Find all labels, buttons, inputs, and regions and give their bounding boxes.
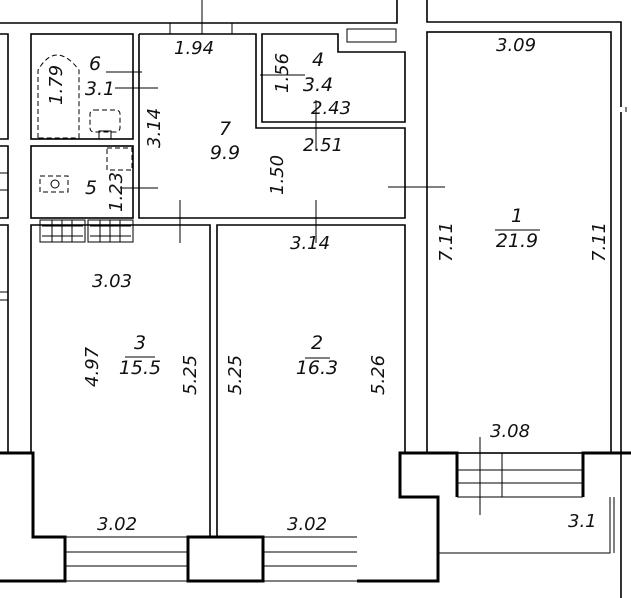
room-6 <box>30 33 134 140</box>
room-area: 9.9 <box>210 142 240 164</box>
room-1 <box>426 31 612 454</box>
room-number: 1 <box>511 205 523 227</box>
dim-room7-top: 1.94 <box>174 38 214 59</box>
room-3 <box>30 224 211 537</box>
dim-room1-top: 3.09 <box>496 35 536 56</box>
room-area: 3.1 <box>85 78 115 100</box>
room-label-1: 1 21.9 <box>496 205 538 252</box>
dim-room7-inner: 1.50 <box>267 155 288 195</box>
dim-room1-bottom: 3.08 <box>490 421 530 442</box>
room-number: 2 <box>311 332 323 354</box>
dim-room7-bottom: 3.14 <box>290 233 330 254</box>
leader-lines <box>106 0 540 515</box>
room-label-4: 4 3.4 <box>303 49 333 96</box>
room-number: 3 <box>134 332 146 354</box>
room-number: 4 <box>312 49 324 71</box>
room-area: 3.4 <box>303 74 333 96</box>
dim-room2-bottom: 3.02 <box>287 514 327 535</box>
dim-balcony: 3.1 <box>568 511 597 532</box>
dim-bath: 1.79 <box>46 65 67 105</box>
dim-room2-right: 5.26 <box>368 355 389 395</box>
room-number: 6 <box>89 53 101 75</box>
dim-corridor: 2.51 <box>303 135 343 156</box>
room-4 <box>261 28 406 123</box>
dim-room4-height: 1.56 <box>272 53 293 93</box>
room-number: 7 <box>219 118 231 140</box>
room-number-5: 5 <box>85 177 97 199</box>
dim-room1-left: 7.11 <box>436 222 457 262</box>
dim-room7-left: 3.14 <box>144 108 165 148</box>
room-label-7: 7 9.9 <box>210 118 240 164</box>
dim-room5-height: 1.23 <box>106 172 127 212</box>
room-5 <box>30 145 134 243</box>
dim-room3-left: 4.97 <box>82 346 103 387</box>
room-2 <box>216 224 406 537</box>
room-7 <box>138 23 406 219</box>
dim-room2-left: 5.25 <box>225 355 246 395</box>
room-label-2: 2 16.3 <box>296 332 338 379</box>
room-label-6: 6 3.1 <box>85 53 115 100</box>
dim-room1-right: 7.11 <box>589 222 610 262</box>
dim-room3-right: 5.25 <box>180 355 201 395</box>
room-label-3: 3 15.5 <box>119 332 161 379</box>
dim-room3-bottom: 3.02 <box>97 514 137 535</box>
room-area: 21.9 <box>496 230 538 252</box>
exterior-wall <box>0 451 631 583</box>
dim-room4-width: 2.43 <box>311 98 351 119</box>
room-area: 16.3 <box>296 357 338 379</box>
dimension-labels: 1.94 3.14 1.50 3.14 1.79 1.23 1.56 2.43 … <box>46 35 610 535</box>
dim-room3-top: 3.03 <box>92 271 132 292</box>
room-area: 15.5 <box>119 357 161 379</box>
